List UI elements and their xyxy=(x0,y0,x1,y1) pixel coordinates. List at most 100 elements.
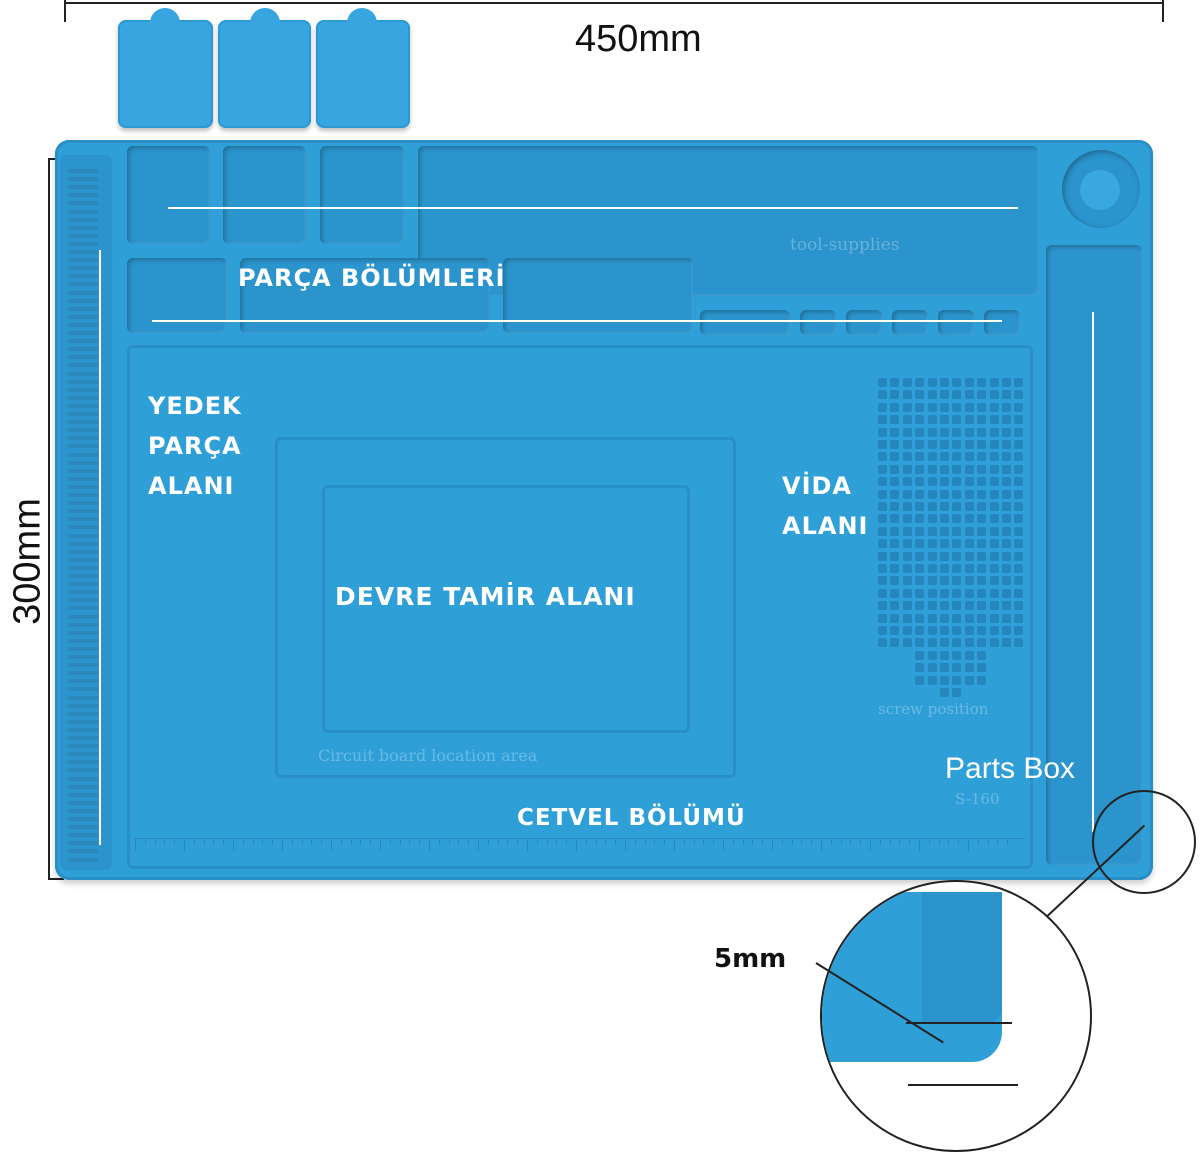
screw-slot xyxy=(1002,378,1011,387)
spare-parts-label-3: ALANI xyxy=(148,472,235,500)
screw-slot xyxy=(989,539,999,549)
screw-slot xyxy=(878,489,887,499)
screw-slot xyxy=(952,464,962,474)
screw-slot xyxy=(940,539,949,549)
screw-slot xyxy=(989,551,999,561)
screw-slot xyxy=(927,601,937,611)
screw-slot xyxy=(927,613,937,623)
screw-slot xyxy=(977,588,987,598)
ruler-tick xyxy=(233,839,234,851)
screw-slot xyxy=(902,514,912,524)
ruler-tick xyxy=(497,839,499,845)
screw-slot xyxy=(902,489,912,499)
ruler-groove xyxy=(68,744,98,749)
screw-slot xyxy=(1014,601,1024,611)
width-dimension-label: 450mm xyxy=(575,18,702,60)
ruler-groove xyxy=(68,800,98,805)
ruler-groove xyxy=(68,331,98,335)
screw-slot xyxy=(915,539,925,549)
ruler-groove xyxy=(68,322,98,327)
screw-slot xyxy=(915,626,925,635)
screw-slot xyxy=(964,564,974,573)
screw-slot xyxy=(964,576,974,586)
screw-slot xyxy=(964,464,974,474)
screw-slot xyxy=(1002,601,1011,611)
ruler-groove xyxy=(68,671,98,676)
ruler-tick xyxy=(546,839,548,845)
compartment-3 xyxy=(320,146,404,244)
screw-slot xyxy=(952,526,962,536)
screw-slot xyxy=(915,638,925,648)
screw-slot xyxy=(940,688,949,697)
ruler-tick xyxy=(644,839,646,845)
small-tray-a xyxy=(700,310,790,335)
screw-slot xyxy=(1014,626,1024,635)
screw-slot xyxy=(940,440,949,449)
screw-slot xyxy=(1014,427,1024,437)
screw-slot xyxy=(902,526,912,536)
screw-slot xyxy=(878,564,887,573)
screw-slot xyxy=(964,613,974,623)
ruler-groove xyxy=(68,403,98,408)
ruler-tick xyxy=(997,839,999,845)
ruler-tick xyxy=(576,839,577,851)
ruler-tick xyxy=(664,839,666,845)
ruler-tick xyxy=(732,839,734,845)
ruler-tick xyxy=(429,839,430,851)
screw-slot xyxy=(1002,464,1011,474)
screw-slot xyxy=(1014,440,1024,449)
ruler-tick xyxy=(987,839,989,845)
screw-slot xyxy=(1002,526,1011,536)
screw-slot xyxy=(1002,415,1011,425)
ruler-tick xyxy=(203,839,205,845)
screw-slot xyxy=(1014,638,1024,648)
screw-slot xyxy=(1002,576,1011,586)
screw-slot xyxy=(964,489,974,499)
screw-slot xyxy=(964,378,974,387)
screw-slot xyxy=(964,601,974,611)
screw-slot xyxy=(902,390,912,400)
screw-slot xyxy=(977,613,987,623)
ruler-tick xyxy=(850,839,852,845)
parts-box-lid-3[interactable] xyxy=(316,20,410,128)
ruler-tick xyxy=(605,839,607,845)
ruler-groove xyxy=(68,825,98,830)
screw-slot xyxy=(952,551,962,561)
screw-slot xyxy=(878,415,887,425)
screw-slot xyxy=(1014,452,1024,462)
screw-slot xyxy=(989,588,999,598)
screw-slot xyxy=(989,440,999,449)
ruler-groove xyxy=(68,436,98,441)
screw-slot xyxy=(927,402,937,412)
parts-box-lid-1[interactable] xyxy=(118,20,213,128)
screw-slot xyxy=(1002,440,1011,449)
ruler-tick xyxy=(468,839,470,845)
parts-box-lid-2[interactable] xyxy=(218,20,311,128)
small-tray-f xyxy=(984,310,1020,335)
screw-slot xyxy=(940,601,949,611)
ruler-tick xyxy=(301,839,303,845)
screw-slot xyxy=(940,452,949,462)
ruler-tick xyxy=(860,839,862,845)
ruler-groove xyxy=(68,484,98,489)
ruler-tick xyxy=(213,839,215,845)
height-dimension-line xyxy=(48,158,50,880)
ruler-groove xyxy=(68,606,98,611)
screw-slot xyxy=(940,564,949,573)
screw-slot xyxy=(940,551,949,561)
screw-slot xyxy=(964,477,974,487)
screw-slot xyxy=(940,502,949,511)
parts-box-column xyxy=(1046,245,1142,865)
ruler-groove xyxy=(68,557,98,562)
screw-slot xyxy=(890,477,900,487)
screw-slot xyxy=(1002,390,1011,400)
corner-zoom-small-circle xyxy=(1092,790,1196,894)
ruler-tick xyxy=(566,839,568,845)
screw-slot xyxy=(952,638,962,648)
screw-slot xyxy=(940,514,949,524)
screw-slot xyxy=(902,477,912,487)
screw-slot xyxy=(940,489,949,499)
spare-parts-label-2: PARÇA xyxy=(148,432,242,460)
screw-area-label-1: VİDA xyxy=(782,472,852,500)
screw-slot xyxy=(902,601,912,611)
